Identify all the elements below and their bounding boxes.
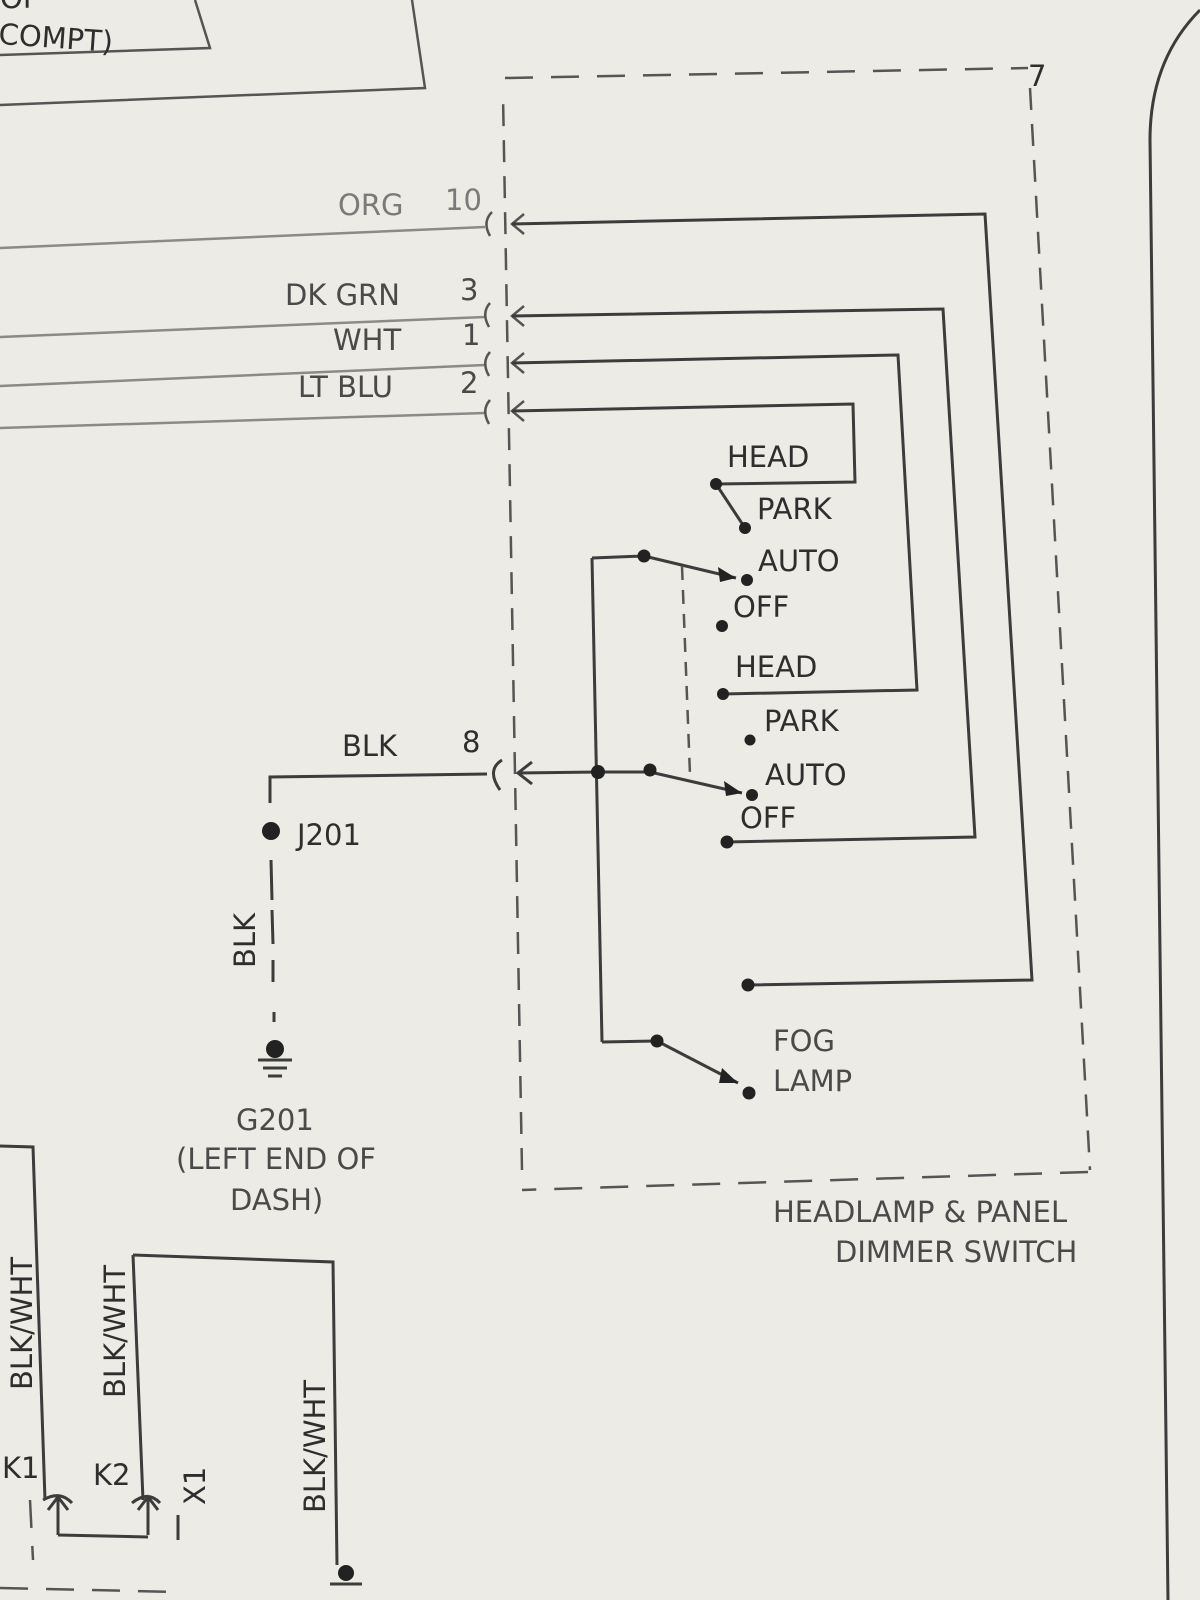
pin-label-wht: 1 <box>462 318 480 352</box>
connector-labels: ORG 10 DK GRN 3 WHT 1 LT BLU 2 BLK 8 <box>285 183 482 763</box>
wire-lt-blu <box>0 411 486 430</box>
contact-off-2 <box>720 835 734 849</box>
lower-wire-label-3: BLK/WHT <box>298 1380 332 1513</box>
bus-junction <box>591 765 605 779</box>
contact-fog-supply <box>741 978 755 992</box>
ground-location-1: (LEFT END OF <box>176 1142 376 1176</box>
lower-wire-label-2: BLK/WHT <box>98 1265 132 1398</box>
pos-auto-1: AUTO <box>758 544 840 578</box>
ground-point <box>266 1040 284 1058</box>
pin-label-lt-blu: 2 <box>460 366 478 400</box>
wire-label-lt-blu: LT BLU <box>298 370 393 404</box>
pos-park-2: PARK <box>764 704 840 738</box>
pos-head-1: HEAD <box>727 440 809 474</box>
fog-label-2: LAMP <box>773 1064 852 1098</box>
switch-position-labels: HEAD PARK AUTO OFF HEAD PARK AUTO OFF FO… <box>727 440 1077 1269</box>
pos-auto-2: AUTO <box>765 758 847 792</box>
wire-label-dk-grn: DK GRN <box>285 278 400 312</box>
switch-enclosure: 7 <box>501 59 1092 1192</box>
switch-title-2: DIMMER SWITCH <box>835 1235 1077 1269</box>
pos-off-1: OFF <box>733 590 789 624</box>
pos-park-1: PARK <box>757 492 833 526</box>
pin-label-org: 10 <box>445 183 482 217</box>
ground-location-2: DASH) <box>230 1183 323 1217</box>
contact-park-1 <box>739 522 751 534</box>
upper-component-box: OF COMPT) <box>0 0 427 107</box>
contact-off-1 <box>716 620 728 632</box>
contact-fog <box>742 1086 756 1100</box>
ground-symbol <box>258 1058 292 1078</box>
pin-label-blk: 8 <box>462 725 480 759</box>
lower-pin-label-x1: X1 <box>178 1467 212 1505</box>
wire-org <box>0 225 486 250</box>
lower-wire-label-1: BLK/WHT <box>5 1257 39 1390</box>
splice-j201 <box>262 822 280 840</box>
harness-wires <box>0 225 486 430</box>
upper-box-label: COMPT) <box>0 17 114 59</box>
contact-head-1 <box>710 478 722 490</box>
splice-label: J201 <box>295 818 361 852</box>
blade-pivot-1 <box>637 549 651 563</box>
contact-dots <box>591 478 758 1100</box>
lower-pin-label-k2: K2 <box>93 1458 130 1492</box>
pos-off-2: OFF <box>740 801 796 835</box>
ground-name: G201 <box>236 1103 314 1137</box>
page-edge <box>1148 8 1200 1600</box>
contact-auto-1 <box>741 574 753 586</box>
lower-left-circuit: BLK/WHT BLK/WHT BLK/WHT K1 K2 X1 <box>0 1144 362 1594</box>
contact-auto-2 <box>746 789 758 801</box>
blade-pivot-fog <box>650 1034 664 1048</box>
wire-label-blk: BLK <box>342 729 398 763</box>
blade-pivot-2 <box>643 763 657 777</box>
switch-wiring <box>511 212 1034 1085</box>
wire-label-wht: WHT <box>333 323 401 357</box>
pos-head-2: HEAD <box>735 650 817 684</box>
enclosure-pin-label: 7 <box>1028 59 1046 93</box>
connector-symbols <box>484 211 533 791</box>
switch-title-1: HEADLAMP & PANEL <box>773 1195 1067 1229</box>
pin-label-dk-grn: 3 <box>460 273 478 307</box>
wire-dk-grn <box>0 315 486 339</box>
contact-park-2 <box>744 734 756 746</box>
ground-wire-label: BLK <box>228 912 262 968</box>
upper-box-label-top: OF <box>0 0 40 15</box>
wire-wht <box>0 363 486 388</box>
ground-circuit: J201 BLK G201 (LEFT END OF DASH) <box>176 772 488 1217</box>
fog-label-1: FOG <box>773 1024 835 1058</box>
contact-head-2 <box>717 688 729 700</box>
lower-pin-label-k1: K1 <box>2 1451 39 1485</box>
wire-label-org: ORG <box>338 188 403 222</box>
